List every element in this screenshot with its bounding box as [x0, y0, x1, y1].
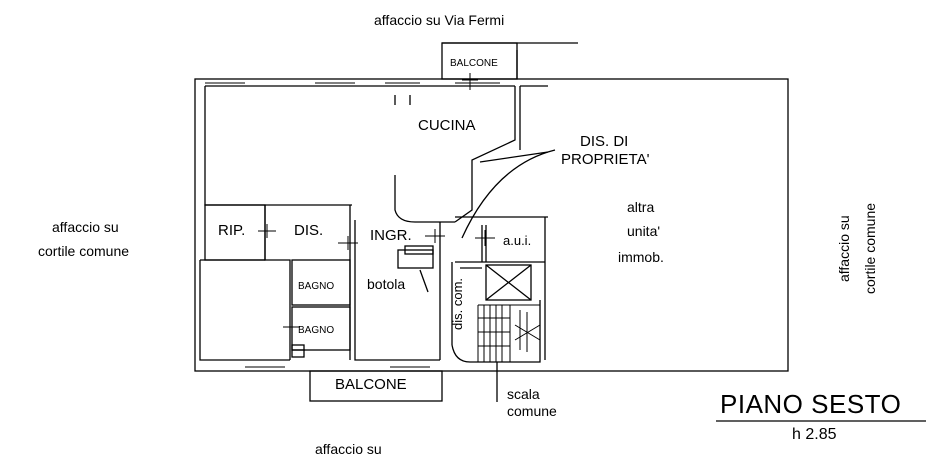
botola-hatch — [397, 249, 434, 269]
plan-height: h 2.85 — [792, 426, 837, 443]
balcone-bottom-outline — [309, 370, 443, 402]
label-dis-com: dis. com. — [450, 277, 465, 330]
label-botola: botola — [367, 276, 406, 292]
label-altra-1: altra — [627, 199, 655, 215]
label-rip: RIP. — [218, 222, 246, 239]
label-altra-2: unita' — [627, 223, 661, 239]
label-ingr: INGR. — [370, 227, 412, 244]
label-dis: DIS. — [294, 222, 324, 239]
label-balcone-bottom: BALCONE — [335, 376, 407, 393]
orientation-top: affaccio su Via Fermi — [374, 12, 505, 28]
door-arc — [461, 149, 556, 239]
stair-shaft — [485, 264, 532, 301]
label-bagno-1: BAGNO — [298, 281, 335, 292]
orientation-right-line1: affaccio su — [836, 215, 852, 282]
stair-treads — [477, 304, 541, 362]
orientation-bottom: affaccio su — [315, 441, 382, 457]
bagno-1 — [291, 259, 351, 306]
label-cucina: CUCINA — [418, 117, 476, 134]
label-bagno-2: BAGNO — [298, 325, 335, 336]
label-balcone-top: BALCONE — [450, 58, 498, 69]
label-dis-proprieta-1: DIS. DI — [580, 133, 629, 150]
kitchen-curve — [394, 175, 455, 223]
label-scala-1: scala — [507, 386, 540, 402]
kitchen-wall-left — [204, 86, 352, 206]
label-scala-2: comune — [507, 403, 557, 419]
orientation-left-line1: affaccio su — [52, 219, 119, 235]
label-dis-proprieta-2: PROPRIETA' — [561, 151, 650, 168]
door-ticks — [258, 73, 495, 361]
plan-title: PIANO SESTO — [720, 389, 902, 419]
label-altra-3: immob. — [618, 249, 664, 265]
orientation-right-line2: cortile comune — [862, 202, 878, 294]
kitchen-wall-right — [454, 86, 516, 223]
orientation-left-line2: cortile comune — [38, 243, 130, 259]
label-aui: a.u.i. — [503, 233, 532, 248]
